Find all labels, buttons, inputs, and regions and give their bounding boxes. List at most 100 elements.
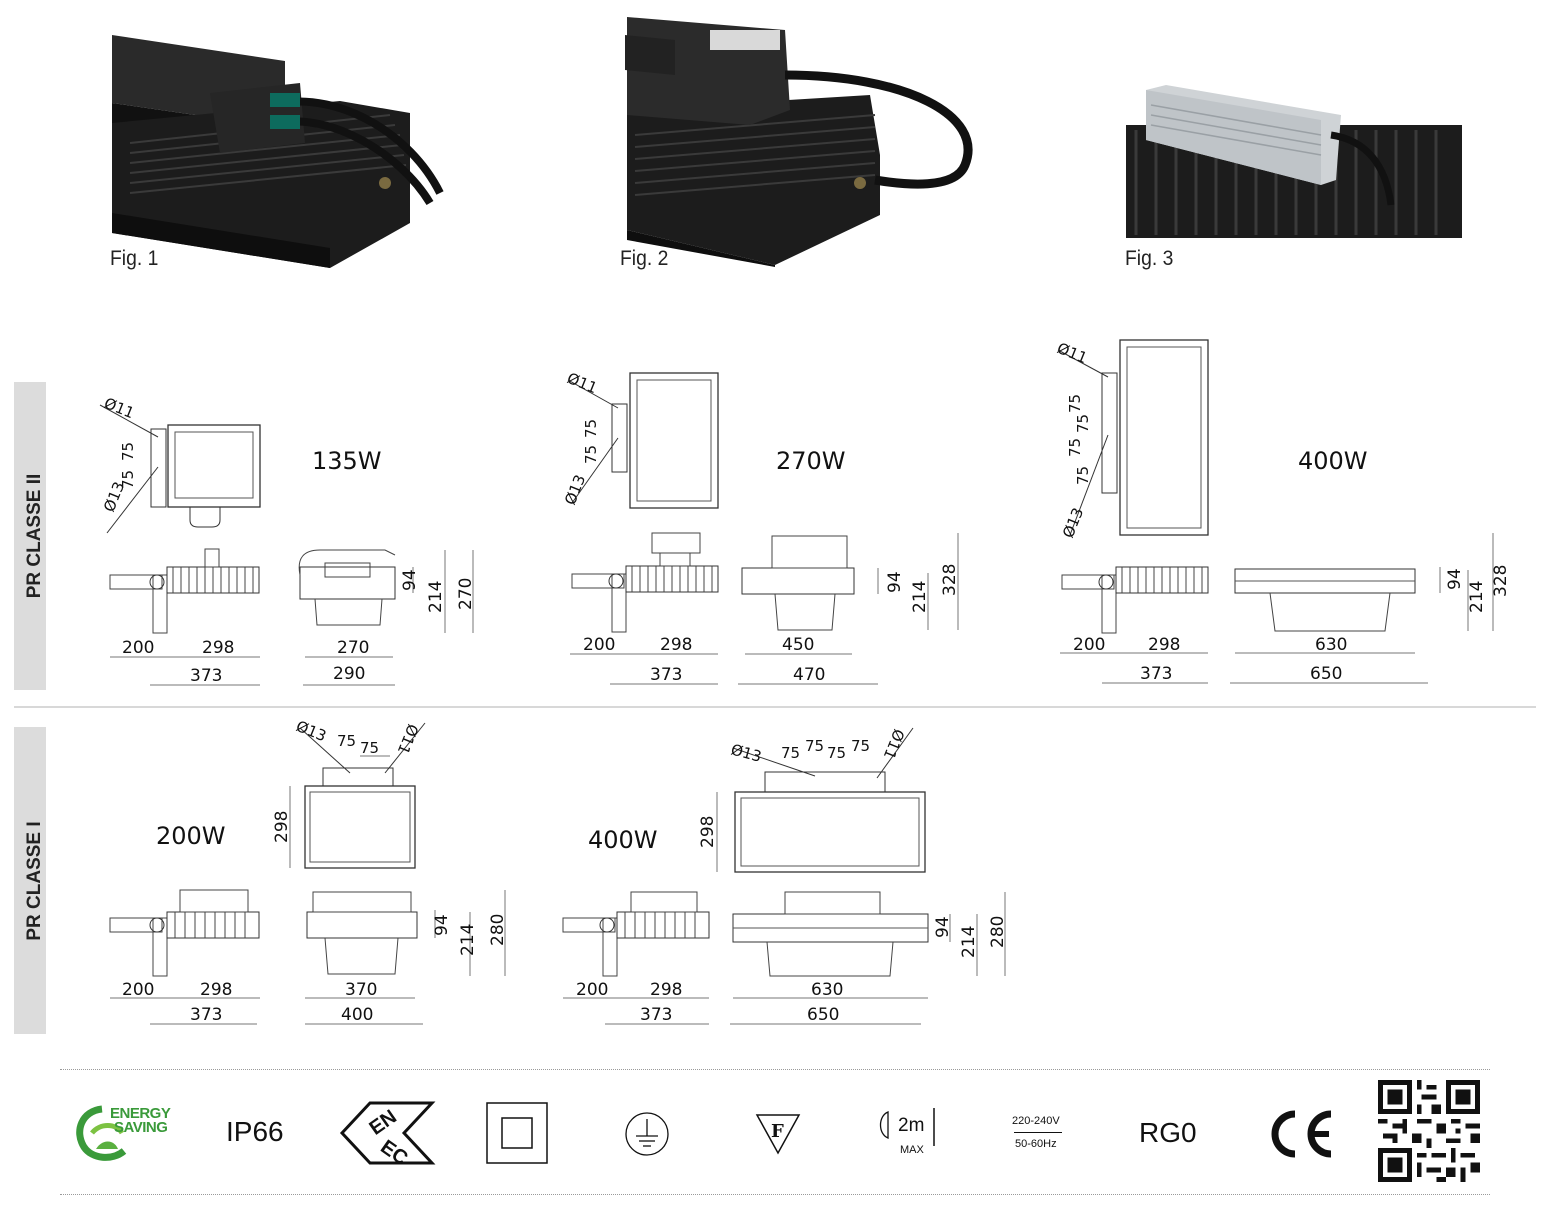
- front-w-135w: 270: [337, 638, 369, 658]
- spacing-a-400w-c2: 75: [1066, 394, 1084, 413]
- fixing-hole-200w: Ø13: [294, 717, 329, 745]
- power-135w: 135W: [312, 447, 382, 475]
- spacing-d-400w-c1: 75: [851, 737, 870, 755]
- side-w1-400w-c2: 200: [1073, 635, 1105, 655]
- classe2-label: PR CLASSE II: [24, 473, 45, 599]
- energy-saving-leaf-icon: [76, 1105, 127, 1161]
- spacing-b-400w-c2: 75: [1074, 414, 1092, 433]
- h2-400w-c2: 214: [1467, 581, 1487, 613]
- ce-mark-icon: [1271, 1110, 1332, 1158]
- front-w-400w-c2: 630: [1315, 635, 1347, 655]
- side-total-135w: 373: [190, 666, 222, 686]
- energy-line1: ENERGY: [110, 1105, 171, 1122]
- bracket-hole-400w-c2: Ø11: [1055, 339, 1090, 367]
- depth-200w: 298: [272, 811, 292, 843]
- svg-text:F: F: [771, 1121, 784, 1142]
- h3-135w: 270: [456, 578, 476, 610]
- h1-270w: 94: [885, 571, 905, 593]
- spacing-d-400w-c2: 75: [1074, 466, 1092, 485]
- front-total-400w-c1: 650: [807, 1005, 839, 1025]
- side-w1-135w: 200: [122, 638, 154, 658]
- h2-400w-c1: 214: [959, 926, 979, 958]
- drawing-400w-c2: Ø11 Ø13 75 75 75 75 94 214 328 200 298 3…: [1055, 339, 1511, 684]
- side-w2-270w: 298: [660, 635, 692, 655]
- f-triangle-icon: F: [755, 1114, 801, 1155]
- h3-400w-c1: 280: [988, 916, 1008, 948]
- spacing-c-400w-c2: 75: [1066, 438, 1084, 457]
- side-total-400w-c1: 373: [640, 1005, 672, 1025]
- bracket-hole-200w: Ø11: [394, 722, 422, 757]
- side-w2-400w-c1: 298: [650, 980, 682, 1000]
- spacing-b-270w: 75: [582, 445, 600, 464]
- side-w1-200w: 200: [122, 980, 154, 1000]
- bracket-hole-270w: Ø11: [565, 369, 600, 397]
- spacing-a-400w-c1: 75: [781, 744, 800, 762]
- h2-270w: 214: [910, 581, 930, 613]
- fixing-hole-400w-c1: Ø13: [729, 740, 764, 765]
- drawing-400w-c1: Ø13 Ø11 75 75 75 75 298 94 214 280 200 2…: [562, 727, 1008, 1025]
- risk-group: RG0: [1139, 1117, 1197, 1148]
- enec-mark-icon: EN EC: [339, 1101, 436, 1170]
- fixing-hole-270w: Ø13: [561, 472, 589, 507]
- h2-135w: 214: [426, 581, 446, 613]
- frequency-range: 50-60Hz: [1015, 1138, 1057, 1150]
- side-w2-135w: 298: [202, 638, 234, 658]
- earth-ground-icon: [625, 1112, 669, 1156]
- cert-top-rule: [60, 1069, 1490, 1070]
- front-total-135w: 290: [333, 664, 365, 684]
- h1-400w-c2: 94: [1445, 568, 1465, 590]
- double-insulation-square-icon: [486, 1102, 548, 1164]
- power-200w: 200W: [156, 822, 226, 850]
- fig2-photo: [625, 15, 975, 267]
- front-w-400w-c1: 630: [811, 980, 843, 1000]
- section-divider: [14, 706, 1536, 708]
- fig2-caption: Fig. 2: [620, 247, 669, 270]
- ip-rating: IP66: [226, 1116, 284, 1147]
- front-total-270w: 470: [793, 665, 825, 685]
- distance-label: MAX: [900, 1144, 924, 1156]
- fixing-hole-400w-c2: Ø13: [1059, 505, 1087, 540]
- spacing-c-400w-c1: 75: [827, 744, 846, 762]
- spacing-a-135w: 75: [119, 442, 137, 461]
- side-total-200w: 373: [190, 1005, 222, 1025]
- h3-200w: 280: [488, 914, 508, 946]
- fig1-photo: [110, 33, 450, 273]
- classe2-band: [14, 382, 46, 690]
- h2-200w: 214: [458, 924, 478, 956]
- qr-code-icon: [1378, 1080, 1480, 1182]
- energy-saving-badge: ENERGY SAVING: [72, 1103, 182, 1161]
- spacing-b-400w-c1: 75: [805, 737, 824, 755]
- side-w2-200w: 298: [200, 980, 232, 1000]
- front-w-200w: 370: [345, 980, 377, 1000]
- h1-135w: 94: [400, 569, 420, 591]
- side-total-400w-c2: 373: [1140, 664, 1172, 684]
- h1-200w: 94: [432, 914, 452, 936]
- h3-270w: 328: [940, 564, 960, 596]
- depth-400w-c1: 298: [698, 816, 718, 848]
- h1-400w-c1: 94: [933, 916, 953, 938]
- h3-400w-c2: 328: [1491, 565, 1511, 597]
- fig3-photo: [1126, 85, 1462, 238]
- spacing-a-200w: 75: [337, 732, 356, 750]
- side-w2-400w-c2: 298: [1148, 635, 1180, 655]
- classe1-label: PR CLASSE I: [24, 821, 45, 941]
- spacing-a-270w: 75: [582, 419, 600, 438]
- drawing-200w: Ø13 Ø11 75 75 298 94 214 280 200 298 373…: [109, 717, 508, 1025]
- power-400w-c2: 400W: [1298, 447, 1368, 475]
- distance-value: 2m: [898, 1115, 925, 1136]
- power-270w: 270W: [776, 447, 846, 475]
- svg-text:EN: EN: [365, 1106, 400, 1140]
- drawing-135w: Ø11 Ø13 75 75 94 214 270 200 298 373 270…: [99, 394, 476, 686]
- spacing-b-200w: 75: [360, 739, 379, 757]
- classe1-band: [14, 727, 46, 1034]
- fig1-caption: Fig. 1: [110, 247, 159, 270]
- cert-bottom-rule: [60, 1194, 1490, 1195]
- front-w-270w: 450: [782, 635, 814, 655]
- side-w1-270w: 200: [583, 635, 615, 655]
- fig3-caption: Fig. 3: [1125, 247, 1174, 270]
- voltage-range: 220-240V: [1012, 1115, 1060, 1127]
- front-total-200w: 400: [341, 1005, 373, 1025]
- side-w1-400w-c1: 200: [576, 980, 608, 1000]
- svg-text:EC: EC: [376, 1136, 411, 1170]
- drawing-270w: Ø11 Ø13 75 75 94 214 328 200 298 373 450…: [561, 369, 960, 685]
